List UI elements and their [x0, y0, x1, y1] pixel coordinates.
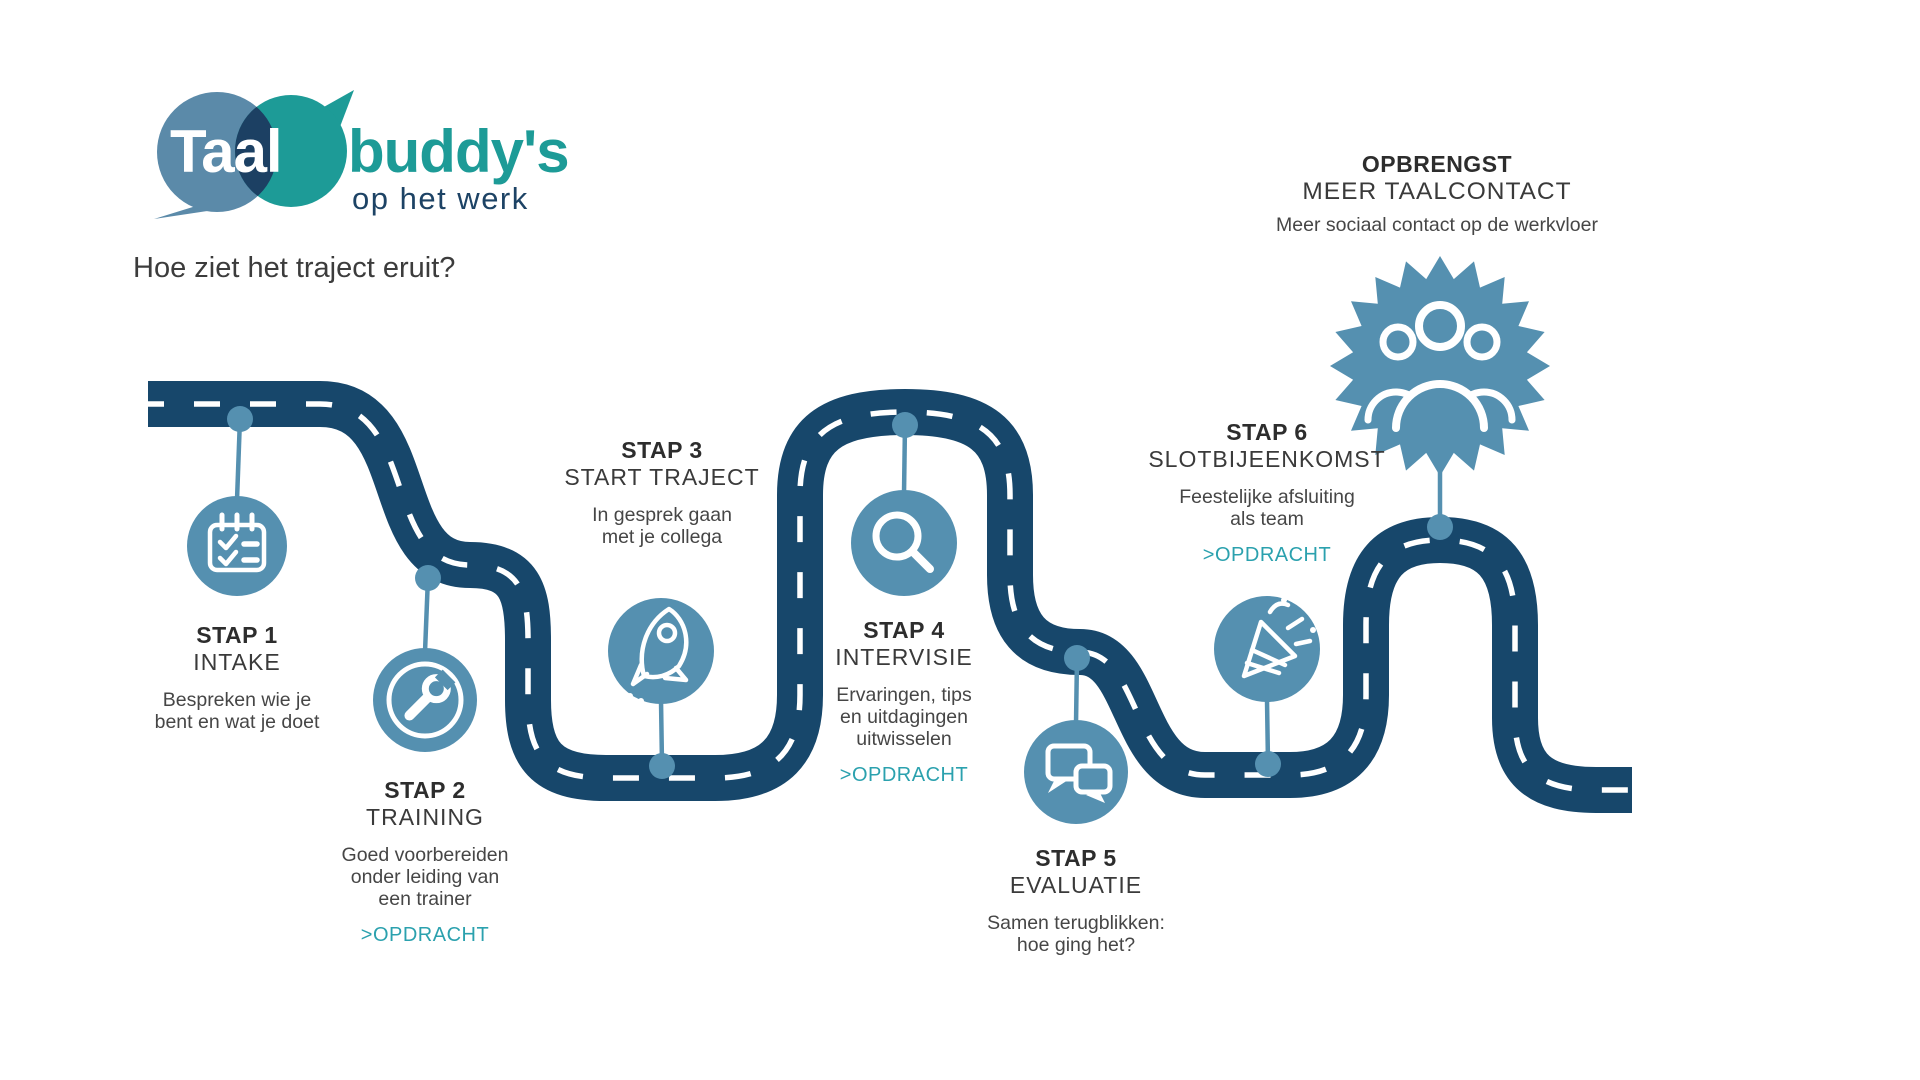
step-6-block: STAP 6 SLOTBIJEENKOMST Feestelijke afslu…: [1148, 419, 1385, 567]
road: [148, 381, 1632, 813]
step-1-road-dot: [227, 406, 253, 432]
outcome-block: OPBRENGST MEER TAALCONTACT Meer sociaal …: [1276, 151, 1598, 236]
step-2-block: STAP 2 TRAINING Goed voorbereiden onder …: [342, 777, 509, 947]
step-5-badge: [1024, 720, 1128, 824]
step-4-block: STAP 4 INTERVISIE Ervaringen, tips en ui…: [835, 617, 972, 787]
step-3-road-dot: [649, 753, 675, 779]
outcome-label: OPBRENGST: [1361, 151, 1513, 177]
outcome-name: MEER TAALCONTACT: [1302, 178, 1572, 205]
step-3-description: In gesprek gaan met je collega: [592, 504, 732, 548]
step-1-name: INTAKE: [193, 649, 281, 675]
connectors: [227, 406, 1453, 779]
step-6-road-dot: [1255, 751, 1281, 777]
outcome-road-dot: [1427, 514, 1453, 540]
outcome-description: Meer sociaal contact op de werkvloer: [1276, 214, 1598, 236]
step-3-badge: [608, 598, 714, 704]
logo-text-buddys: buddy's: [348, 118, 569, 185]
step-3-block: STAP 3 START TRAJECT In gesprek gaan met…: [564, 437, 759, 548]
step-6-name: SLOTBIJEENKOMST: [1148, 446, 1386, 472]
step-4-name: INTERVISIE: [835, 644, 973, 670]
step-6-description: Feestelijke afsluiting als team: [1179, 486, 1355, 530]
step-4-label: STAP 4: [863, 617, 945, 643]
people-group-icon: [1364, 301, 1516, 432]
step-2-name: TRAINING: [366, 804, 484, 830]
wrench-icon: [386, 661, 464, 739]
logo-bubble-overlap: [235, 95, 277, 207]
step-4-badge: [851, 490, 957, 596]
step-1-badge: [187, 496, 287, 596]
page-title: Hoe ziet het traject eruit?: [133, 252, 456, 284]
starburst-shape: [1330, 256, 1550, 476]
step-2-road-dot: [415, 565, 441, 591]
step-1-label: STAP 1: [196, 622, 278, 648]
step-3-label: STAP 3: [621, 437, 703, 463]
step-5-label: STAP 5: [1035, 845, 1117, 871]
checklist-icon: [207, 512, 267, 573]
step-5-road-dot: [1064, 645, 1090, 671]
magnifier-icon: [872, 511, 934, 573]
logo-bubble-right-tail: [322, 90, 354, 132]
step-2-label: STAP 2: [384, 777, 466, 803]
chat-bubbles-icon: [1045, 743, 1113, 803]
rocket-icon: [627, 606, 689, 704]
step-6-opdracht-link[interactable]: >OPDRACHT: [1202, 544, 1332, 566]
step-5-name: EVALUATIE: [1009, 872, 1143, 898]
step-4-description: Ervaringen, tips en uitdagingen uitwisse…: [836, 684, 972, 750]
logo: Taal buddy's op het werk: [154, 90, 570, 219]
step-4-opdracht-link[interactable]: >OPDRACHT: [839, 764, 969, 786]
outcome-badge: [1330, 256, 1550, 476]
step-2-opdracht-link[interactable]: >OPDRACHT: [360, 924, 490, 946]
step-5-description: Samen terugblikken: hoe ging het?: [987, 912, 1165, 956]
logo-bubble-left-tail: [154, 206, 214, 219]
step-1-description: Bespreken wie je bent en wat je doet: [154, 689, 320, 733]
step-4-road-dot: [892, 412, 918, 438]
party-popper-icon: [1241, 597, 1316, 679]
step-2-description: Goed voorbereiden onder leiding van een …: [341, 844, 509, 910]
step-icons: [187, 490, 1320, 824]
logo-text-taal: Taal: [170, 118, 282, 185]
step-2-badge: [373, 648, 477, 752]
road-center-line: [148, 401, 1632, 793]
step-6-label: STAP 6: [1226, 419, 1308, 445]
step-5-block: STAP 5 EVALUATIE Samen terugblikken: hoe…: [987, 845, 1165, 956]
logo-tagline: op het werk: [352, 181, 529, 216]
step-1-block: STAP 1 INTAKE Bespreken wie je bent en w…: [155, 622, 320, 733]
step-6-badge: [1214, 596, 1320, 702]
step-3-name: START TRAJECT: [564, 464, 760, 490]
